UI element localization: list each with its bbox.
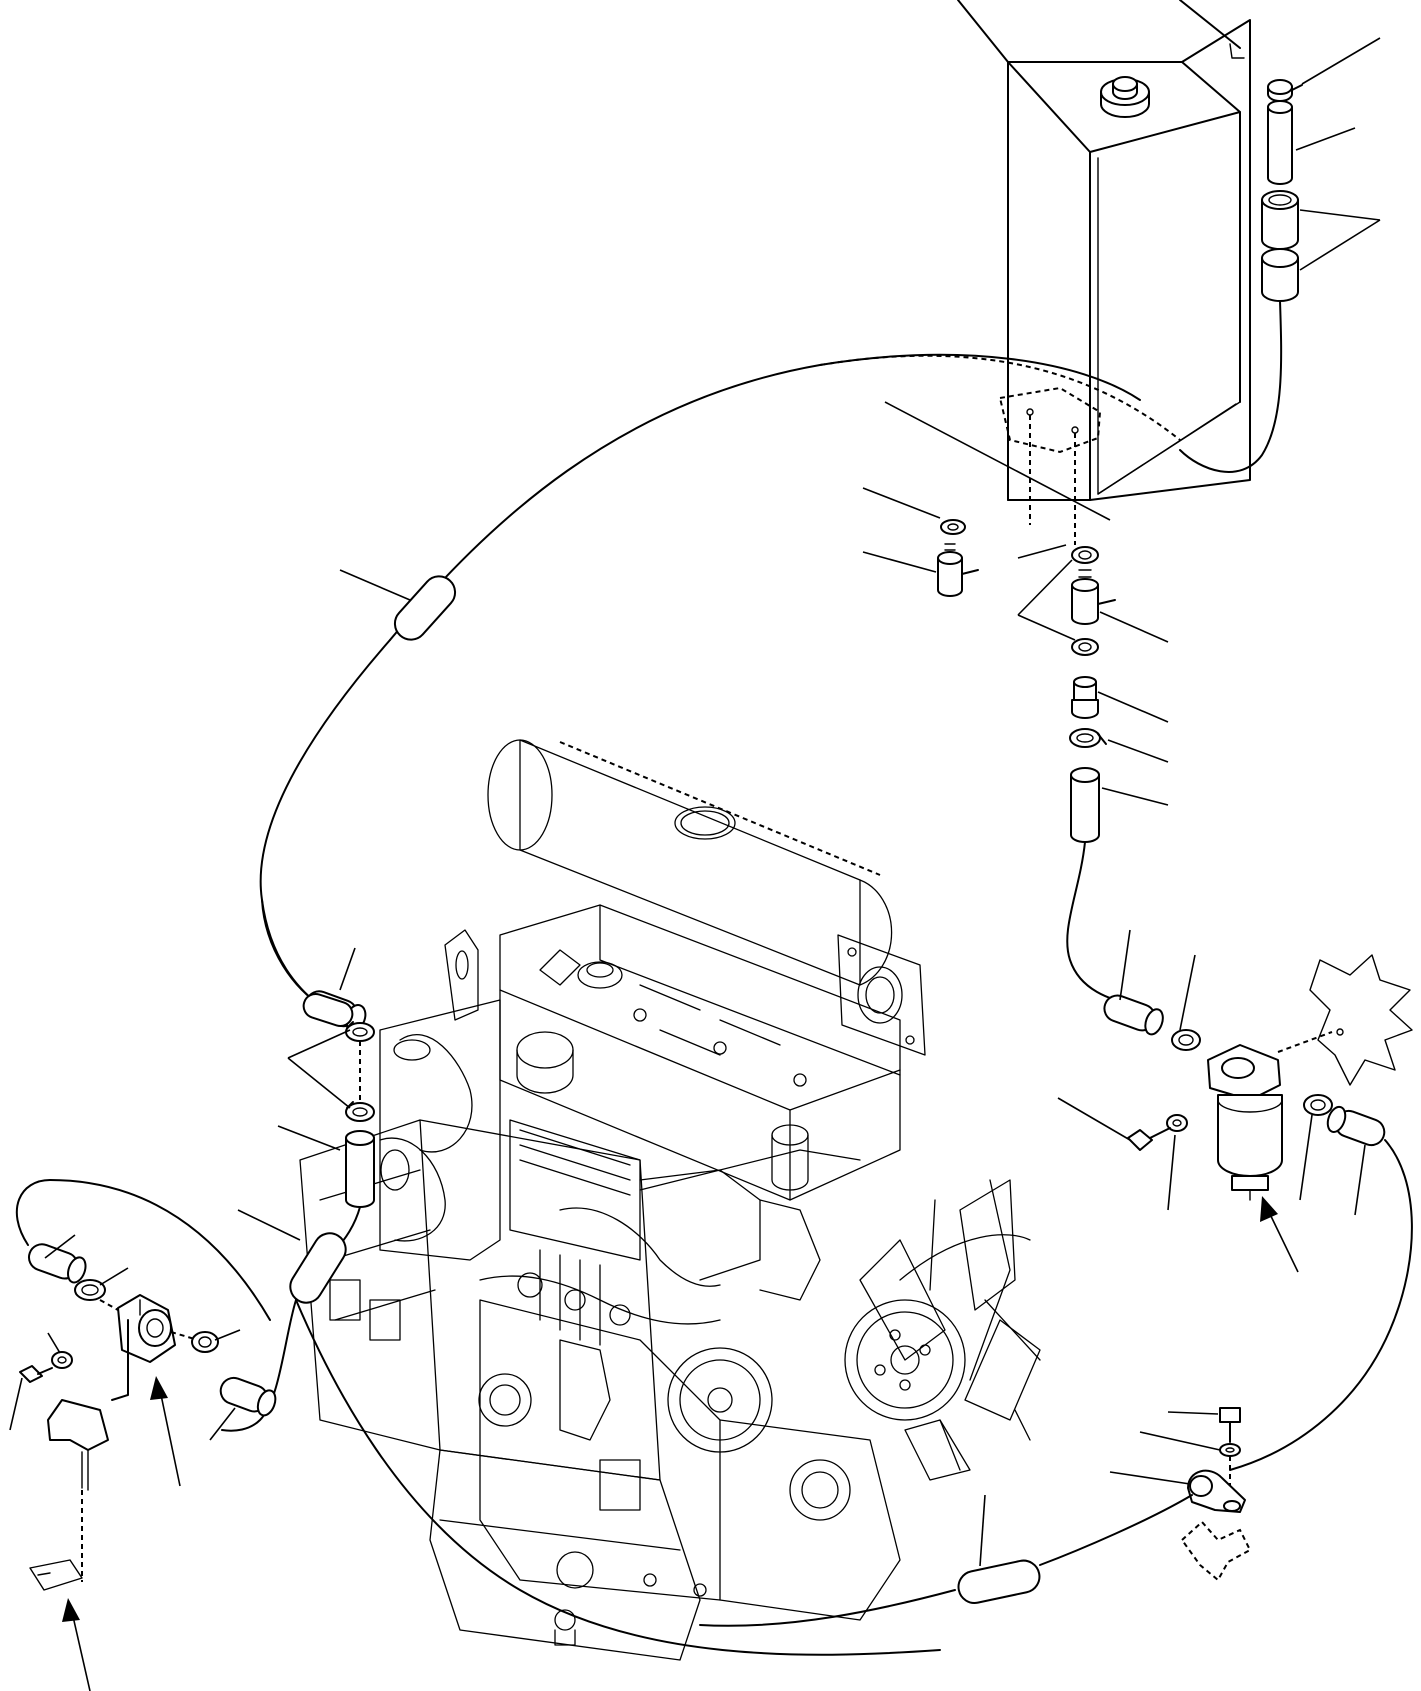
filter-outlet-hose-end bbox=[1326, 1105, 1386, 1147]
drain-hose-clamp bbox=[1069, 728, 1107, 748]
engine-feed-pipe-vertical bbox=[345, 1130, 375, 1208]
left-mounting-bracket bbox=[47, 1399, 109, 1491]
filter-washer bbox=[1166, 1114, 1188, 1132]
left-frame-mount-point bbox=[29, 1559, 83, 1591]
engine-feed-hose-top bbox=[261, 899, 323, 1007]
filter-outlet-line bbox=[1229, 1139, 1413, 1471]
return-pipe-short bbox=[1267, 100, 1293, 185]
filter-outlet-clamp bbox=[1303, 1094, 1333, 1116]
upper-hose-clamp-b bbox=[345, 1101, 375, 1122]
feed-hose-upper-sleeve bbox=[302, 992, 354, 1028]
arrow-left-pump bbox=[150, 1376, 181, 1487]
left-hose-clamp bbox=[74, 1279, 106, 1301]
left-mounting-bolt bbox=[19, 1365, 53, 1383]
left-outlet-hose-end bbox=[219, 1376, 277, 1417]
fuel-tank bbox=[957, 0, 1251, 501]
fuel-filter-assembly bbox=[1207, 1044, 1283, 1201]
feed-line-protector-sleeve bbox=[289, 1232, 347, 1304]
clip-line-segment bbox=[1039, 1494, 1193, 1566]
filter-inlet-clamp bbox=[1171, 1029, 1201, 1051]
tank-drain-plate bbox=[998, 386, 1102, 545]
drain-line-to-filter bbox=[1066, 841, 1136, 1006]
pump-inlet-axis bbox=[99, 1299, 119, 1311]
lower-return-protector-sleeve bbox=[957, 1559, 1041, 1604]
left-hose-end bbox=[28, 1243, 87, 1284]
hose-clip bbox=[1187, 1469, 1246, 1513]
lower-clip-bolt bbox=[1219, 1407, 1241, 1443]
drain-hose-pipe bbox=[1070, 767, 1100, 843]
tank-filler-cap bbox=[1100, 76, 1150, 118]
drain-cock-gasket-top bbox=[1071, 546, 1099, 564]
drain-cock-gasket-bottom bbox=[1071, 638, 1099, 656]
drain-valve-left bbox=[937, 519, 979, 597]
return-elbow-fitting bbox=[1267, 79, 1303, 102]
lower-clip-washer bbox=[1219, 1443, 1241, 1457]
return-hose-coupler-lower bbox=[1261, 248, 1299, 302]
filter-mount-axis bbox=[1277, 1031, 1333, 1053]
filter-mounting-bolt bbox=[1127, 1127, 1171, 1151]
arrow-fuel-filter bbox=[1260, 1196, 1299, 1273]
arrow-left-frame-mount bbox=[62, 1598, 91, 1691]
drain-connector-nipple bbox=[1071, 676, 1099, 719]
clip-frame-mount bbox=[1180, 1520, 1252, 1582]
return-line-arc-hidden bbox=[819, 354, 1181, 441]
return-hose-coupler-upper bbox=[1261, 190, 1299, 250]
left-pump-body bbox=[111, 1294, 176, 1401]
return-line-arc bbox=[389, 353, 1141, 641]
leader-lines bbox=[9, 37, 1381, 1567]
pump-outlet-axis bbox=[170, 1331, 199, 1341]
upper-hose-clamp-a bbox=[345, 1021, 375, 1042]
left-return-line-to-tank bbox=[295, 1299, 941, 1656]
filter-inlet-hose-end bbox=[1103, 994, 1164, 1036]
drain-cock-body bbox=[1071, 569, 1116, 625]
left-outlet-clamp bbox=[191, 1331, 219, 1353]
lower-return-line bbox=[699, 1589, 956, 1627]
return-line-arc-lower bbox=[259, 639, 391, 1005]
left-washer bbox=[51, 1351, 73, 1369]
return-line-tank-drop bbox=[1179, 300, 1283, 473]
left-loop-line bbox=[15, 1179, 271, 1321]
filter-bracket-break bbox=[1309, 954, 1413, 1086]
engine-assembly bbox=[299, 739, 1041, 1661]
return-line-protector-sleeve bbox=[393, 575, 457, 641]
